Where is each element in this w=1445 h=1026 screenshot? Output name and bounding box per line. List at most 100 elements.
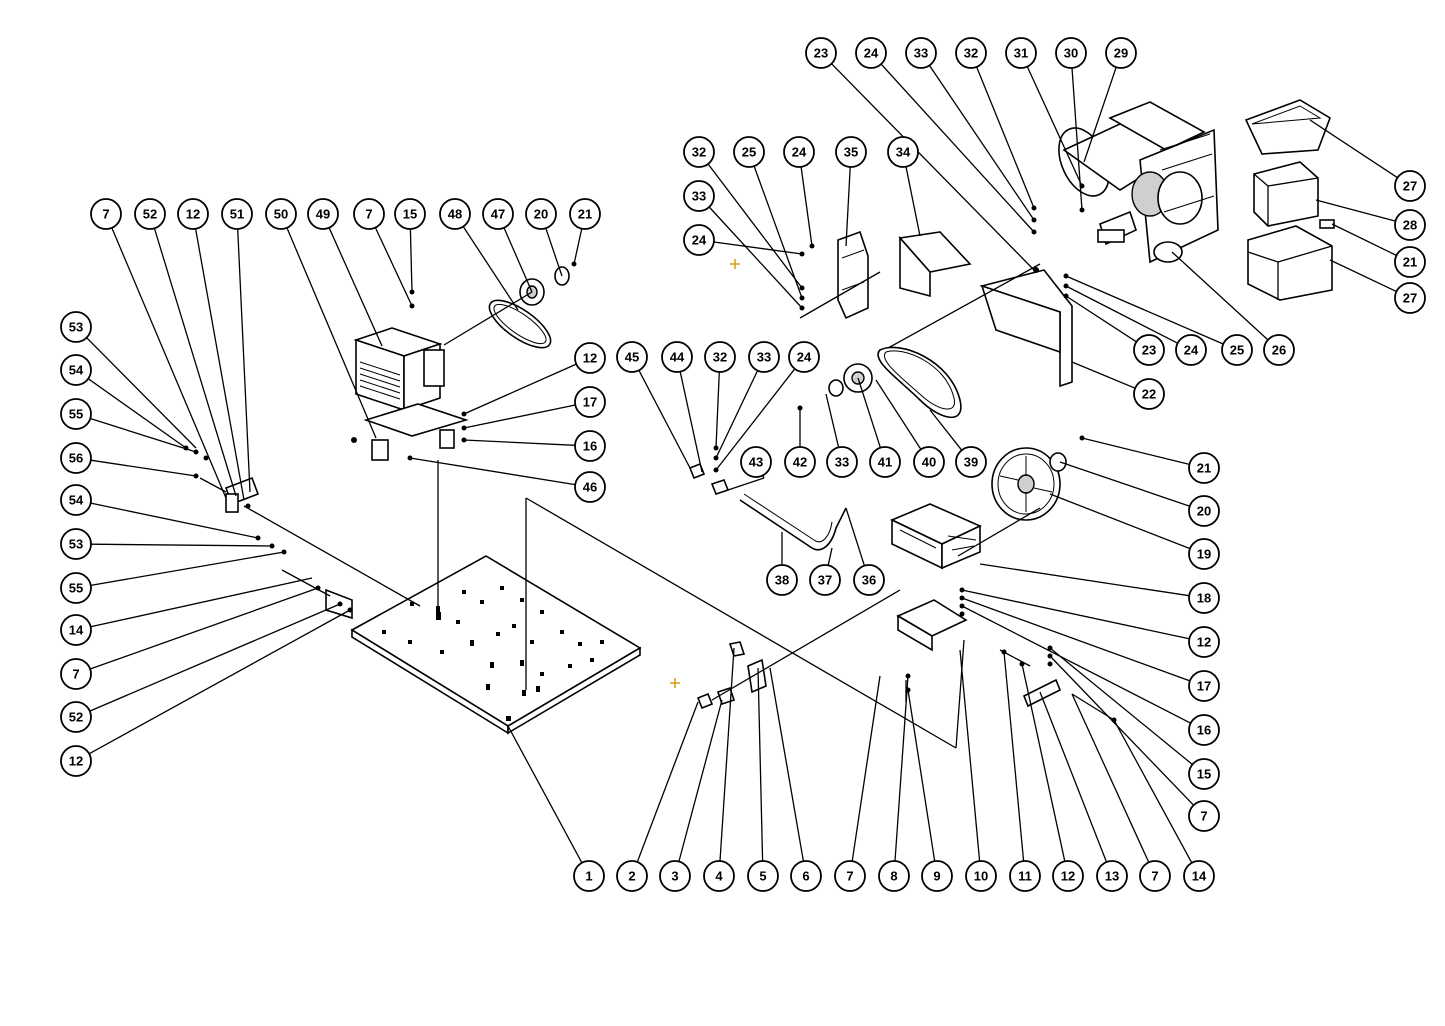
callout-circle <box>569 198 601 230</box>
callout-bubble: 15 <box>1188 758 1220 790</box>
callout-leader <box>875 379 922 450</box>
callout-leader <box>89 587 319 670</box>
callout-number: 33 <box>757 350 771 365</box>
callout-number: 37 <box>818 573 832 588</box>
callout-leader <box>409 228 413 293</box>
callout-circle <box>60 745 92 777</box>
callout-bubble: 11 <box>1009 860 1041 892</box>
pump-assembly <box>890 447 1067 652</box>
callout-circle <box>835 136 867 168</box>
callout-circle <box>955 446 987 478</box>
callout-number: 7 <box>846 869 853 884</box>
callout-number: 53 <box>69 320 83 335</box>
callout-bubble: 26 <box>1263 334 1295 366</box>
small-belt-pulleys <box>443 266 570 349</box>
callout-leader <box>90 417 197 453</box>
callout-bubble: 2 <box>616 860 648 892</box>
callout-number: 12 <box>69 754 83 769</box>
callout-number: 6 <box>802 869 809 884</box>
callout-number: 54 <box>69 363 84 378</box>
callout-number: 50 <box>274 207 288 222</box>
callout-number: 28 <box>1403 218 1417 233</box>
callout-number: 36 <box>862 573 876 588</box>
callout-circle <box>60 528 92 560</box>
callout-number: 24 <box>1184 343 1199 358</box>
callout-bubble: 12 <box>1052 860 1084 892</box>
callout-leader <box>194 228 245 501</box>
callout-bubble: 9 <box>921 860 953 892</box>
callout-bubble: 32 <box>683 136 715 168</box>
callout-circle <box>1188 582 1220 614</box>
callout-bubble: 52 <box>60 701 92 733</box>
callout-number: 20 <box>534 207 548 222</box>
callout-number: 12 <box>1197 635 1211 650</box>
callout-circle <box>1188 758 1220 790</box>
callout-circle <box>747 860 779 892</box>
callout-number: 8 <box>890 869 897 884</box>
callout-leader <box>800 166 813 247</box>
callout-circle <box>60 311 92 343</box>
callout-circle <box>1188 495 1220 527</box>
callout-leader <box>857 377 882 448</box>
callout-bubble: 28 <box>1394 209 1426 241</box>
callout-leader <box>87 378 187 449</box>
callout-number: 12 <box>583 351 597 366</box>
callout-number: 16 <box>583 439 597 454</box>
callout-circle <box>783 136 815 168</box>
callout-circle <box>574 471 606 503</box>
callout-leader <box>719 647 735 862</box>
callout-leader <box>713 241 803 255</box>
callout-leader <box>708 206 803 309</box>
callout-bubble: 22 <box>1133 378 1165 410</box>
callout-circle <box>740 446 772 478</box>
callout-bubble: 23 <box>1133 334 1165 366</box>
callout-circle <box>834 860 866 892</box>
callout-leader <box>573 228 583 265</box>
callout-number: 39 <box>964 455 978 470</box>
callout-circle <box>853 564 885 596</box>
callout-circle <box>482 198 514 230</box>
callout-leader <box>1171 251 1269 341</box>
callout-bubble: 19 <box>1188 538 1220 570</box>
callout-circle <box>703 860 735 892</box>
callout-number: 53 <box>69 537 83 552</box>
lower-right-bracket <box>999 649 1115 721</box>
callout-bubble: 32 <box>955 37 987 69</box>
callout-number: 38 <box>775 573 789 588</box>
callout-number: 42 <box>793 455 807 470</box>
callout-leader <box>831 63 1035 271</box>
callout-bubble: 54 <box>60 354 92 386</box>
callout-leader <box>678 699 723 862</box>
callout-circle <box>1105 37 1137 69</box>
callout-number: 21 <box>1403 255 1417 270</box>
plus-marker-upper <box>730 259 740 269</box>
callout-circle <box>1394 246 1426 278</box>
callout-circle <box>1139 860 1171 892</box>
callout-bubble: 20 <box>1188 495 1220 527</box>
callout-leader <box>715 371 720 449</box>
callout-bubble: 14 <box>60 614 92 646</box>
callout-circle <box>805 37 837 69</box>
callout-circle <box>855 37 887 69</box>
callout-leader <box>462 226 519 311</box>
callout-number: 24 <box>692 233 707 248</box>
callout-leader <box>463 439 576 446</box>
callout-leader <box>90 543 273 547</box>
callout-circle <box>784 446 816 478</box>
callout-circle <box>1263 334 1295 366</box>
callout-number: 16 <box>1197 723 1211 738</box>
callout-bubble: 12 <box>574 342 606 374</box>
callout-number: 25 <box>742 145 756 160</box>
callout-circle <box>307 198 339 230</box>
callout-bubble: 50 <box>265 198 297 230</box>
callout-number: 27 <box>1403 291 1417 306</box>
callout-circle <box>1188 714 1220 746</box>
base-plate <box>350 555 642 735</box>
callout-circle <box>1133 378 1165 410</box>
callout-leader <box>715 368 796 471</box>
callout-number: 4 <box>715 869 723 884</box>
callout-bubble: 42 <box>784 446 816 478</box>
callout-leader <box>1331 223 1397 256</box>
callout-bubble: 33 <box>826 446 858 478</box>
callout-circle <box>60 398 92 430</box>
